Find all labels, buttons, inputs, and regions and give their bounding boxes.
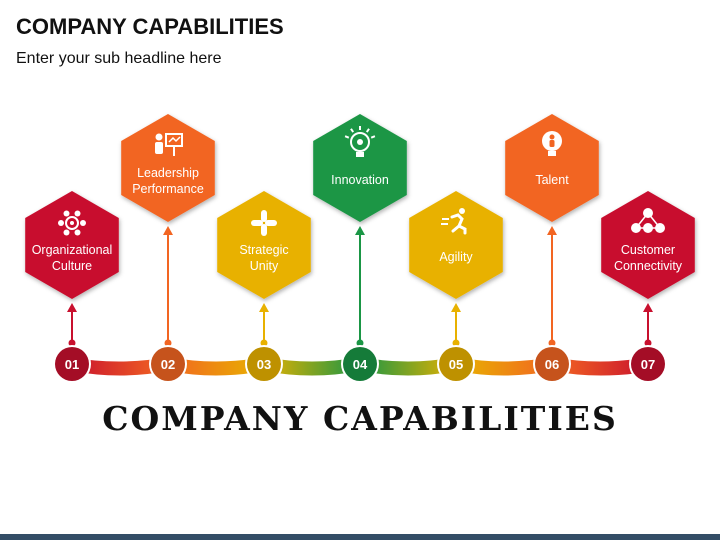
step-circle [343,347,377,381]
step-number: 06 [545,357,559,372]
connector-dot [164,339,172,347]
people-network-icon [58,210,86,236]
capability-step-05: Agility 05 [409,191,503,383]
arrow-head [643,303,653,312]
connector-dot [548,339,556,347]
capability-label-line: Unity [250,259,279,273]
capability-label-line: Organizational [32,243,113,257]
running-person-icon [441,208,467,235]
capability-hexagon [25,191,119,299]
capability-label-line: Leadership [137,166,199,180]
capability-step-04: Innovation 04 [313,114,407,383]
capability-label-line: Agility [439,250,473,264]
capability-label-line: Culture [52,259,92,273]
hands-together-icon [251,210,277,236]
step-circle [151,347,185,381]
page-subtitle: Enter your sub headline here [16,50,222,67]
lightbulb-gear-icon [344,126,376,157]
capability-label-line: Connectivity [614,259,683,273]
connector-dot [260,339,268,347]
capability-label: Agility [439,250,473,264]
arrow-head [547,226,557,235]
capability-step-06: Talent 06 [505,114,599,383]
step-number: 07 [641,357,655,372]
capability-label-line: Strategic [239,243,288,257]
capability-hexagon [217,191,311,299]
lightbulb-person-icon [542,131,562,156]
step-circle [247,347,281,381]
capability-hexagon [121,114,215,222]
capability-hexagon [505,114,599,222]
footer-bar [0,534,720,540]
capability-label: Talent [535,173,569,187]
connector-dot [68,339,76,347]
capability-label-line: Innovation [331,173,389,187]
step-number: 05 [449,357,463,372]
connector-dot [356,339,364,347]
arrow-head [451,303,461,312]
capability-label-line: Customer [621,243,675,257]
customer-network-icon [631,208,665,233]
capability-hexagon [409,191,503,299]
step-number: 03 [257,357,271,372]
step-number: 04 [353,357,368,372]
step-number: 01 [65,357,79,372]
arrow-head [259,303,269,312]
step-circle [439,347,473,381]
banner-title: COMPANY CAPABILITIES [102,399,618,438]
step-number: 02 [161,357,175,372]
capability-label: Innovation [331,173,389,187]
step-circle [631,347,665,381]
connector-dot [452,339,460,347]
arrow-head [163,226,173,235]
capability-label-line: Talent [535,173,569,187]
arrow-head [67,303,77,312]
page-title: COMPANY CAPABILITIES [16,14,284,39]
presenter-board-icon [155,133,183,156]
connector-dot [644,339,652,347]
step-circle [55,347,89,381]
capability-hexagon [313,114,407,222]
step-circle [535,347,569,381]
capability-hexagon [601,191,695,299]
arrow-head [355,226,365,235]
capability-label-line: Performance [132,182,204,196]
